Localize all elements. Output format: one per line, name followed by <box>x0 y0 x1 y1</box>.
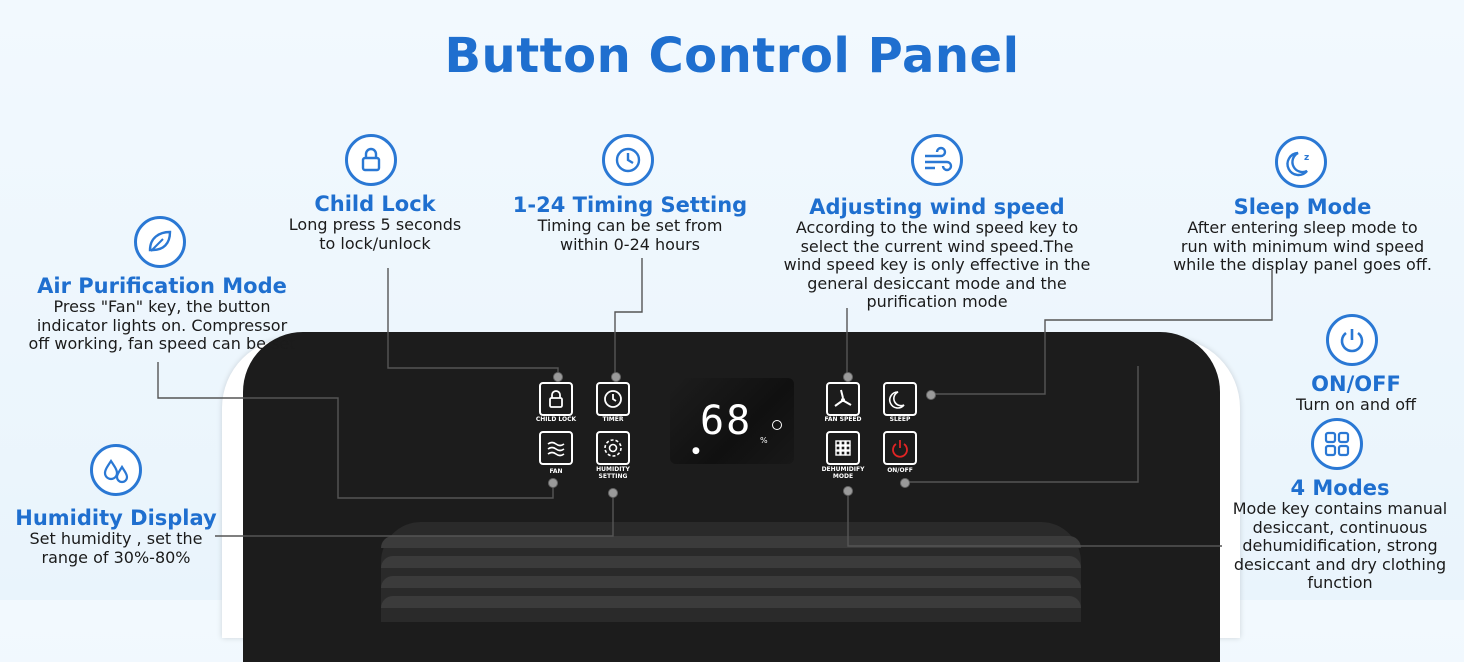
dot-on-off <box>900 478 910 488</box>
power-icon <box>892 440 908 458</box>
wind-speed-callout: Adjusting wind speed According to the wi… <box>762 195 1112 312</box>
on-off-heading: ON/OFF <box>1311 372 1401 396</box>
sleep-icon-circle: z <box>1275 136 1327 188</box>
dehumidify-mode-label: DEHUMIDIFY MODE <box>821 466 865 480</box>
timer-label: TIMER <box>602 416 624 423</box>
timing-icon-circle <box>602 134 654 186</box>
sleep-label: SLEEP <box>889 416 911 423</box>
dot-sleep <box>926 390 936 400</box>
display-value: 68 <box>700 398 753 444</box>
gear-icon <box>604 439 622 457</box>
sleep-callout: Sleep Mode After entering sleep mode to … <box>1150 195 1455 275</box>
modes-icon-circle <box>1311 418 1363 470</box>
modes-callout: 4 Modes Mode key contains manual desicca… <box>1220 476 1460 593</box>
dot-fan-speed <box>843 372 853 382</box>
clock-icon <box>615 147 641 173</box>
sleep-button[interactable] <box>883 382 917 416</box>
modes-desc: Mode key contains manual desiccant, cont… <box>1232 499 1448 592</box>
dehumidify-mode-button[interactable] <box>826 431 860 465</box>
leaf-icon <box>148 230 172 252</box>
fan-label: FAN <box>549 468 563 475</box>
wind-speed-desc: According to the wind speed key to selec… <box>783 218 1091 311</box>
grid-icon <box>835 440 851 456</box>
svg-text:z: z <box>1304 153 1309 163</box>
dot-child-lock <box>553 372 563 382</box>
dot-timer <box>611 372 621 382</box>
on-off-label: ON/OFF <box>887 467 913 474</box>
humidity-display-callout: Humidity Display Set humidity , set the … <box>10 506 222 567</box>
fan-icon <box>834 389 852 407</box>
sleep-desc: After entering sleep mode to run with mi… <box>1173 218 1432 274</box>
air-purification-icon-circle <box>134 216 186 268</box>
power-icon <box>1340 329 1364 353</box>
display-unit: % <box>760 436 768 445</box>
air-purification-desc: Press "Fan" key, the button indicator li… <box>28 297 296 353</box>
page-title: Button Control Panel <box>444 28 1020 84</box>
display-drop-icon: ● <box>692 446 700 456</box>
humidity-display-heading: Humidity Display <box>15 506 217 530</box>
on-off-button[interactable] <box>883 431 917 465</box>
lock-icon <box>549 390 563 408</box>
on-off-callout: ON/OFF Turn on and off <box>1270 372 1442 415</box>
moon-icon <box>889 391 905 409</box>
waves-icon <box>547 441 565 457</box>
child-lock-callout: Child Lock Long press 5 seconds to lock/… <box>265 192 485 253</box>
modes-heading: 4 Modes <box>1290 476 1390 500</box>
timing-heading: 1-24 Timing Setting <box>512 193 748 217</box>
fan-speed-button[interactable] <box>826 382 860 416</box>
dot-humidity <box>608 488 618 498</box>
moon-icon: z <box>1286 151 1309 177</box>
child-lock-label: CHILD LOCK <box>535 416 577 423</box>
humidity-display-icon-circle <box>90 444 142 496</box>
humidity-display-desc: Set humidity , set the range of 30%-80% <box>29 529 203 567</box>
child-lock-desc: Long press 5 seconds to lock/unlock <box>288 215 462 253</box>
dot-mode <box>843 486 853 496</box>
droplets-icon <box>103 459 129 484</box>
lock-icon <box>361 147 381 172</box>
display-clock-icon <box>772 420 782 430</box>
air-purification-callout: Air Purification Mode Press "Fan" key, t… <box>12 274 312 354</box>
dot-fan <box>548 478 558 488</box>
child-lock-icon-circle <box>345 134 397 186</box>
timer-button[interactable] <box>596 382 630 416</box>
clock-icon <box>604 390 622 408</box>
on-off-desc: Turn on and off <box>1295 395 1417 414</box>
wind-speed-icon-circle <box>911 134 963 186</box>
timing-callout: 1-24 Timing Setting Timing can be set fr… <box>500 193 760 254</box>
child-lock-heading: Child Lock <box>314 192 436 216</box>
on-off-icon-circle <box>1326 314 1378 366</box>
humidity-setting-button[interactable] <box>596 431 630 465</box>
grid-icon <box>1324 431 1350 457</box>
child-lock-button[interactable] <box>539 382 573 416</box>
humidity-setting-label: HUMIDITY SETTING <box>596 466 630 480</box>
fan-speed-label: FAN SPEED <box>824 416 862 423</box>
timing-desc: Timing can be set from within 0-24 hours <box>537 216 723 254</box>
air-purification-heading: Air Purification Mode <box>37 274 287 298</box>
sleep-heading: Sleep Mode <box>1233 195 1372 219</box>
wind-icon <box>925 146 953 172</box>
fan-button[interactable] <box>539 431 573 465</box>
wind-speed-heading: Adjusting wind speed <box>809 195 1065 219</box>
